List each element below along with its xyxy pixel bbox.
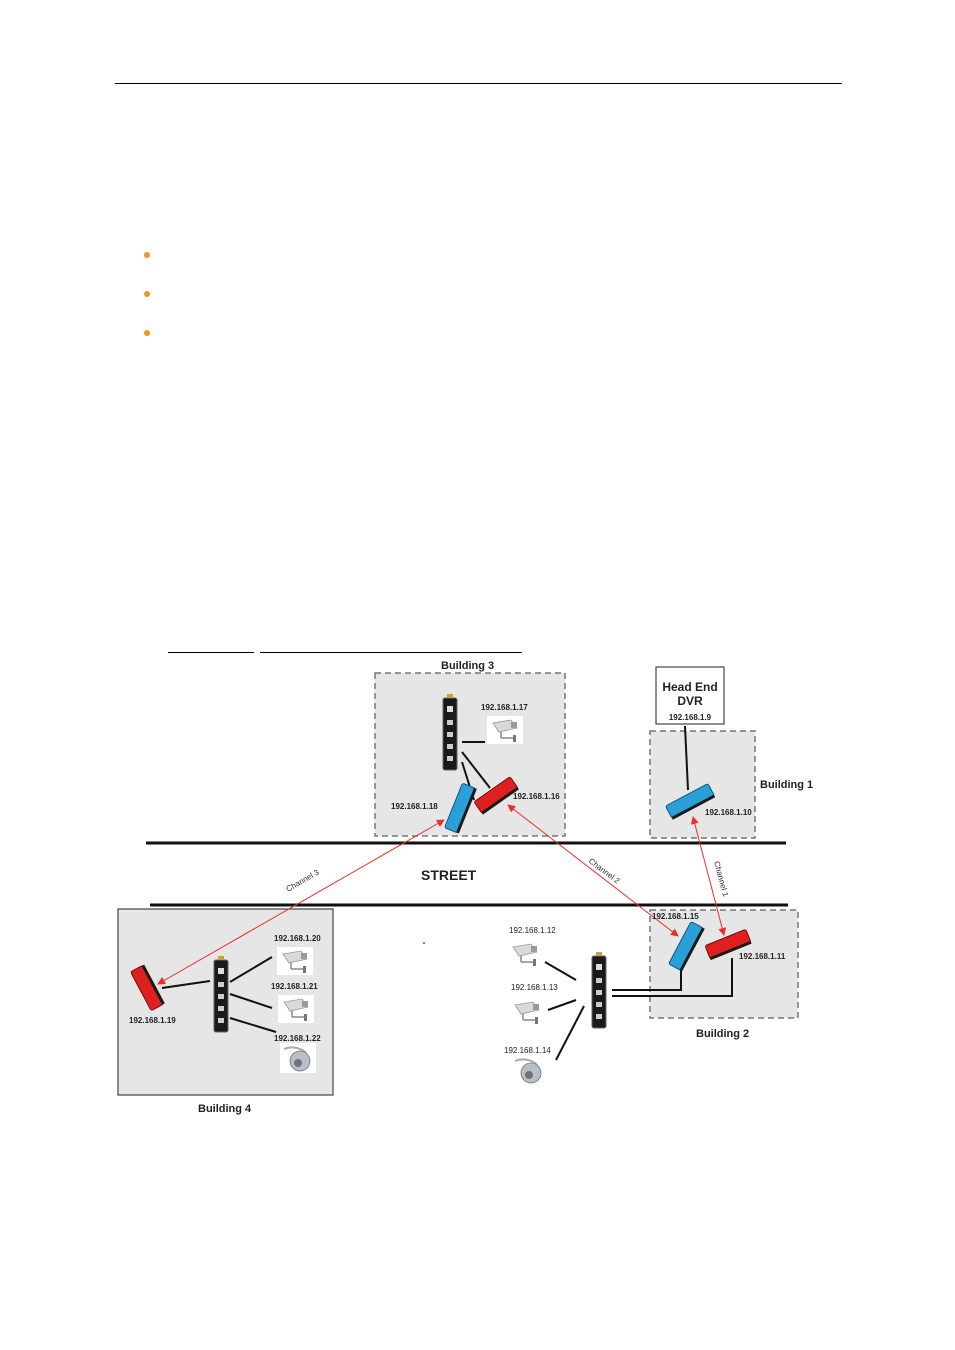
switch-building-4 [213, 959, 229, 1033]
stray-dot [423, 942, 425, 944]
ip-label-13: 192.168.1.13 [511, 983, 558, 992]
ip-label-12: 192.168.1.12 [509, 926, 556, 935]
camera-ip13 [508, 997, 546, 1027]
camera-ip21 [277, 994, 315, 1024]
ip-label-15: 192.168.1.15 [652, 912, 699, 921]
ip-label-16: 192.168.1.16 [513, 792, 560, 801]
ip-label-19: 192.168.1.19 [129, 1016, 176, 1025]
caption-underline-2 [260, 652, 522, 653]
building-1-label: Building 1 [760, 779, 813, 791]
head-end-dvr-box [655, 666, 725, 725]
dome-camera-ip22 [279, 1042, 317, 1074]
header-rule [115, 83, 842, 84]
bullet-2 [144, 291, 150, 297]
radio-ip10 [665, 783, 716, 820]
dome-camera-ip14 [510, 1054, 548, 1086]
radio-ip16 [474, 776, 519, 815]
radio-ip18 [444, 783, 477, 834]
radio-ip11 [705, 929, 752, 961]
bullet-1 [144, 252, 150, 258]
channel-3-link [157, 819, 445, 985]
ip-label-18: 192.168.1.18 [391, 802, 438, 811]
ip-label-11: 192.168.1.11 [739, 952, 786, 961]
dvr-ip: 192.168.1.9 [669, 713, 712, 722]
camera-ip12 [506, 939, 544, 969]
radio-ip19 [130, 964, 165, 1011]
camera-ip17 [486, 715, 524, 745]
ip-label-22: 192.168.1.22 [274, 1034, 321, 1043]
channel-1-label: Channel 1 [712, 860, 730, 898]
street-label: STREET [421, 867, 477, 883]
channel-2-label: Channel 2 [587, 856, 622, 885]
ip-label-17: 192.168.1.17 [481, 703, 528, 712]
camera-ip20 [276, 946, 314, 976]
ip-label-14: 192.168.1.14 [504, 1046, 551, 1055]
building-3-label: Building 3 [441, 660, 494, 672]
dvr-title-line2: DVR [677, 694, 703, 708]
switch-building-2 [591, 955, 607, 1029]
building-1-box [649, 730, 756, 839]
caption-underline-1 [168, 652, 254, 653]
building-4-label: Building 4 [198, 1103, 252, 1115]
radio-ip15 [668, 921, 705, 972]
channel-1-link [690, 816, 727, 936]
channel-3-label: Channel 3 [285, 867, 322, 893]
ip-label-21: 192.168.1.21 [271, 982, 318, 991]
dvr-title-line1: Head End [662, 680, 717, 694]
wireless-links [157, 804, 727, 985]
bullet-3 [144, 330, 150, 336]
ip-label-10: 192.168.1.10 [705, 808, 752, 817]
ip-label-20: 192.168.1.20 [274, 934, 321, 943]
switch-building-3 [442, 697, 458, 771]
building-2-label: Building 2 [696, 1028, 749, 1040]
channel-2-link [507, 804, 679, 937]
building-3-box [374, 672, 566, 837]
